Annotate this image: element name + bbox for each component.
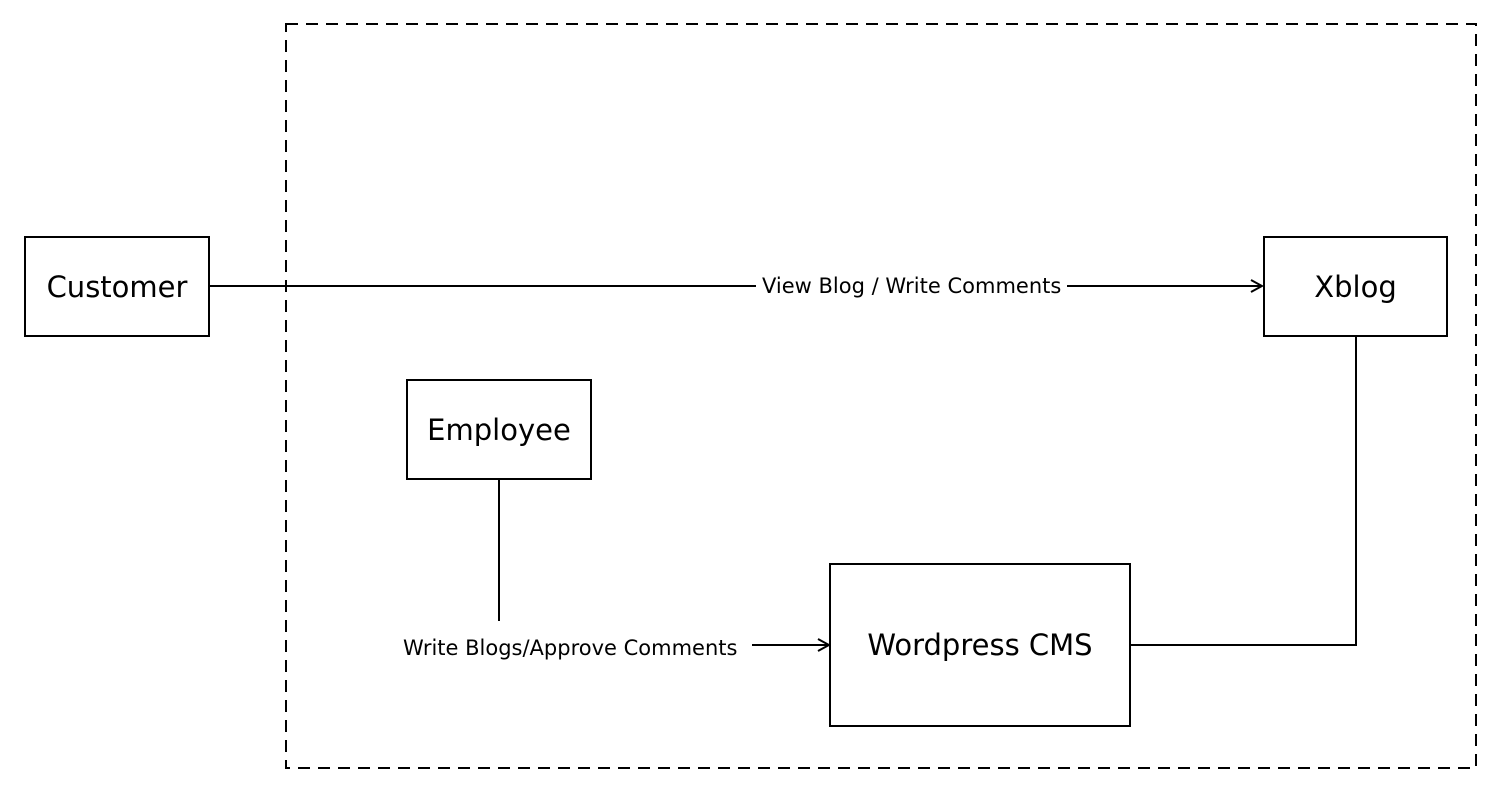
wordpress-cms-node: Wordpress CMS [829, 563, 1131, 727]
employee-node: Employee [406, 379, 592, 480]
xblog-node: Xblog [1263, 236, 1448, 337]
system-boundary [285, 23, 1477, 769]
employee-node-label: Employee [427, 412, 571, 447]
edge-cms-to-xblog [1130, 337, 1357, 646]
xblog-node-label: Xblog [1314, 269, 1397, 304]
wordpress-cms-node-label: Wordpress CMS [867, 628, 1093, 662]
customer-node: Customer [24, 236, 210, 337]
edge-label-write-blogs: Write Blogs/Approve Comments [397, 636, 744, 660]
edge-label-view-blog: View Blog / Write Comments [756, 274, 1068, 298]
customer-node-label: Customer [46, 269, 188, 304]
